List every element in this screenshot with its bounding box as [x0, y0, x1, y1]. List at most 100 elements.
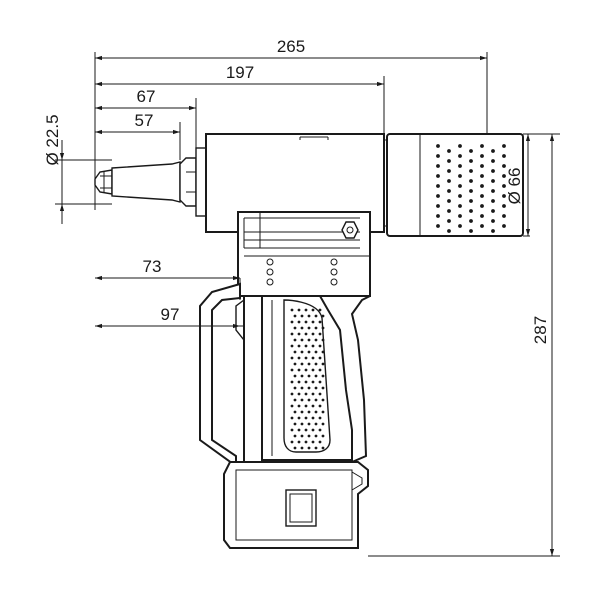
handle-grip-dot [290, 380, 294, 384]
nose-tube [111, 147, 207, 217]
head-grip-dot [436, 204, 440, 208]
head-grip-dot [458, 224, 462, 228]
handle-grip-dot [304, 308, 308, 312]
handle-grip-dot [290, 368, 294, 372]
handle-grip-dot [311, 344, 315, 348]
handle-grip-dot [314, 446, 318, 450]
handle-grip-dot [290, 308, 294, 312]
head-grip-dot [469, 199, 473, 203]
handle-grip-dot [321, 362, 325, 366]
handle-grip-dot [293, 326, 297, 330]
handle-grip-dot [311, 320, 315, 324]
handle-grip-dot [290, 392, 294, 396]
head-grip-dot [491, 219, 495, 223]
head-grip-dot [480, 144, 484, 148]
head-grip-dot [469, 209, 473, 213]
head [384, 133, 524, 237]
head-grip-dot [436, 214, 440, 218]
handle-grip-dot [297, 368, 301, 372]
head-grip-dot [502, 214, 506, 218]
handle-grip-dot [300, 362, 304, 366]
handle-grip-dot [297, 404, 301, 408]
handle-grip-dot [321, 314, 325, 318]
handle-grip-dot [300, 314, 304, 318]
handle-grip-dot [300, 422, 304, 426]
upper-block-dot [266, 278, 274, 286]
handle-grip-dot [304, 404, 308, 408]
head-grip-dot [447, 189, 451, 193]
head-grip-dot [469, 189, 473, 193]
handle-grip-dot [304, 356, 308, 360]
handle-grip-dot [304, 368, 308, 372]
handle-grip-dot [293, 362, 297, 366]
handle-grip-dot [318, 368, 322, 372]
handle-grip-dot [297, 428, 301, 432]
handle-grip-dot [311, 416, 315, 420]
head-grip-dot [469, 229, 473, 233]
head-grip-dot [502, 154, 506, 158]
handle-grip-dot [304, 380, 308, 384]
head-grip-dot [491, 179, 495, 183]
handle-grip-dot [307, 434, 311, 438]
head-grip-dot [469, 179, 473, 183]
dim-length-to-head: 197 [226, 63, 254, 82]
handle [243, 295, 371, 463]
handle-grip-dot [300, 350, 304, 354]
head-grip-dot [491, 209, 495, 213]
handle-grip-dot [318, 380, 322, 384]
dim-head-diameter: Ø 66 [505, 168, 524, 205]
handle-grip-dot [304, 428, 308, 432]
handle-grip-dot [314, 386, 318, 390]
head-grip-dot [447, 169, 451, 173]
head-grip-dot [480, 174, 484, 178]
handle-grip-dot [314, 434, 318, 438]
handle-grip-dot [307, 374, 311, 378]
head-grip-dot [502, 194, 506, 198]
handle-grip-dot [297, 356, 301, 360]
handle-grip-dot [290, 356, 294, 360]
handle-grip-dot [318, 356, 322, 360]
handle-grip-dot [311, 404, 315, 408]
handle-grip-dot [311, 392, 315, 396]
head-grip-dot [480, 184, 484, 188]
handle-grip-dot [318, 392, 322, 396]
handle-grip-dot [300, 410, 304, 414]
hex-bolt-icon [341, 221, 359, 239]
upper-block-dots [266, 258, 338, 286]
dim-trigger-offset-2: 97 [161, 305, 180, 324]
dim-overall-height: 287 [531, 316, 550, 344]
handle-grip-dot [307, 314, 311, 318]
head-grip-dot [436, 224, 440, 228]
upper-block-dot [266, 268, 274, 276]
handle-grip-dot [300, 326, 304, 330]
handle-grip-dot [307, 422, 311, 426]
handle-grip-dot [311, 356, 315, 360]
handle-grip-dot [311, 440, 315, 444]
head-grip-dot [480, 224, 484, 228]
handle-grip-dot [321, 422, 325, 426]
handle-grip-dot [297, 332, 301, 336]
head-grip-dot [502, 224, 506, 228]
handle-grip-dot [321, 398, 325, 402]
upper-block-dot [266, 258, 274, 266]
dim-nose-length-1: 67 [137, 87, 156, 106]
head-grip-dot [447, 199, 451, 203]
handle-grip-dot [300, 434, 304, 438]
trigger-guard [199, 282, 241, 468]
handle-grip-dot [318, 428, 322, 432]
handle-grip-dot [293, 374, 297, 378]
battery-pack [223, 461, 369, 549]
handle-grip-dot [321, 434, 325, 438]
head-grip-dot [458, 194, 462, 198]
dim-overall-length: 265 [277, 37, 305, 56]
handle-grip-dot [297, 392, 301, 396]
head-grip-dot [469, 219, 473, 223]
handle-grip-dot [318, 344, 322, 348]
handle-grip-dot [311, 380, 315, 384]
head-grip-dot [480, 204, 484, 208]
handle-grip-dot [290, 332, 294, 336]
head-grip-dot [458, 144, 462, 148]
dim-nose-diameter: Ø 22.5 [43, 114, 62, 165]
handle-grip-dot [297, 416, 301, 420]
